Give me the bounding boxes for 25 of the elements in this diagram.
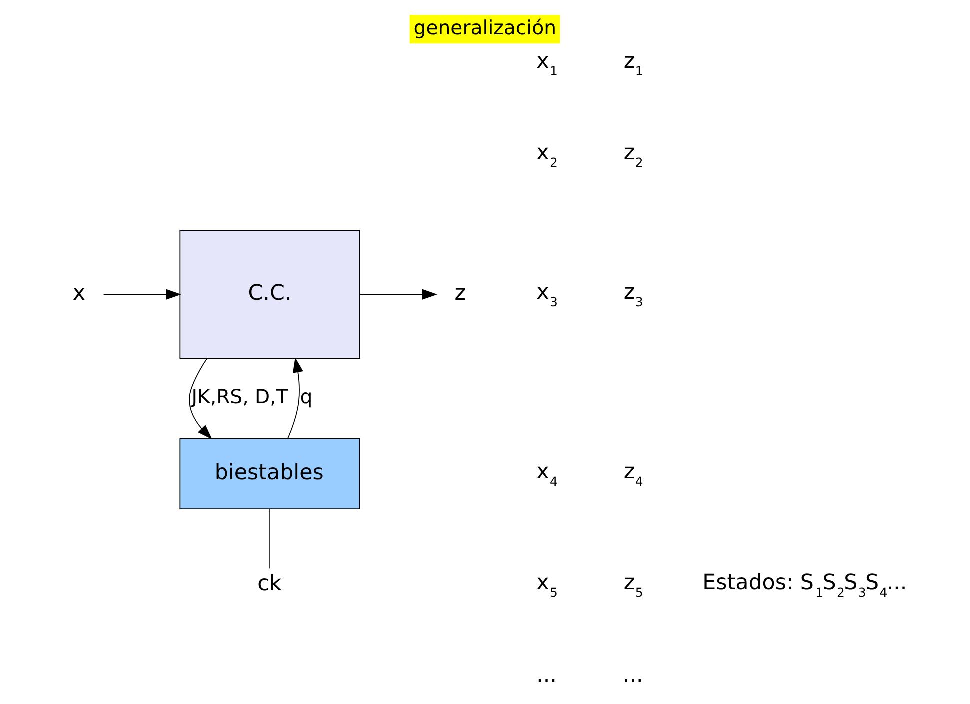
arrow (288, 358, 304, 439)
node-box: C.C. (180, 230, 360, 360)
label: z$_{4}$ (624, 460, 644, 490)
label: x$_{5}$ (536, 570, 558, 600)
label: x$_{2}$ (536, 140, 558, 170)
label: x$_{3}$ (536, 280, 558, 310)
label: z$_{1}$ (624, 48, 644, 78)
label: z$_{5}$ (624, 570, 644, 600)
diagram-title: generalización (414, 16, 557, 40)
arrow (103, 289, 182, 300)
label: x$_{4}$ (536, 460, 558, 490)
label: z$_{2}$ (624, 140, 644, 170)
node-text: z (454, 281, 466, 306)
arrow (189, 358, 212, 440)
node-text: x (72, 281, 86, 306)
node-text: ck (258, 571, 282, 596)
edge-label: q (300, 386, 313, 409)
edge-label: JK,RS, D,T (192, 386, 288, 409)
node-box: biestables (180, 438, 360, 510)
label: Estados: S$_{1}$S$_{2}$S$_{3}$S$_{4}$... (702, 570, 908, 600)
arrow (360, 289, 438, 300)
label: x$_{1}$ (536, 48, 558, 78)
label: ... (536, 662, 557, 688)
label: z$_{3}$ (624, 280, 644, 310)
label: ... (622, 662, 644, 688)
